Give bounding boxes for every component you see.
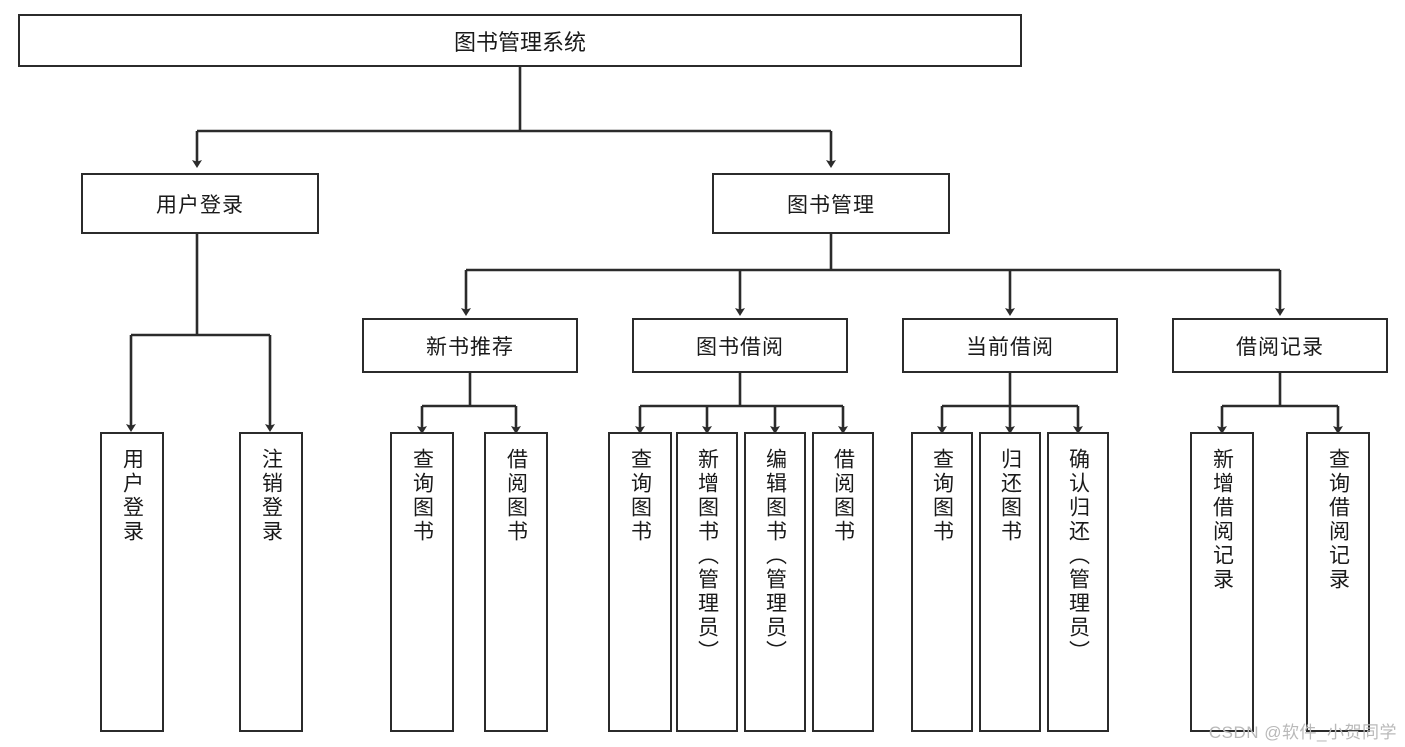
leaf-return-book[interactable]: 归还图书 bbox=[979, 432, 1041, 732]
leaf-query-book-borrow[interactable]: 查询图书 bbox=[608, 432, 672, 732]
node-new-book-recommend[interactable]: 新书推荐 bbox=[362, 318, 578, 373]
leaf-borrow-book[interactable]: 借阅图书 bbox=[812, 432, 874, 732]
node-root[interactable]: 图书管理系统 bbox=[18, 14, 1022, 67]
leaf-query-borrow-record[interactable]: 查询借阅记录 bbox=[1306, 432, 1370, 732]
watermark-text: CSDN @软件_小贺同学 bbox=[1208, 723, 1397, 742]
leaf-logout[interactable]: 注销登录 bbox=[239, 432, 303, 732]
leaf-user-login[interactable]: 用户登录 bbox=[100, 432, 164, 732]
node-book-management[interactable]: 图书管理 bbox=[712, 173, 950, 234]
leaf-borrow-book-recommend[interactable]: 借阅图书 bbox=[484, 432, 548, 732]
node-borrow-record[interactable]: 借阅记录 bbox=[1172, 318, 1388, 373]
leaf-add-book-admin[interactable]: 新增图书（管理员） bbox=[676, 432, 738, 732]
node-user-login[interactable]: 用户登录 bbox=[81, 173, 319, 234]
leaf-confirm-return-admin[interactable]: 确认归还（管理员） bbox=[1047, 432, 1109, 732]
node-current-borrow[interactable]: 当前借阅 bbox=[902, 318, 1118, 373]
leaf-add-borrow-record[interactable]: 新增借阅记录 bbox=[1190, 432, 1254, 732]
leaf-query-book-recommend[interactable]: 查询图书 bbox=[390, 432, 454, 732]
leaf-edit-book-admin[interactable]: 编辑图书（管理员） bbox=[744, 432, 806, 732]
node-book-borrow[interactable]: 图书借阅 bbox=[632, 318, 848, 373]
leaf-query-book-current[interactable]: 查询图书 bbox=[911, 432, 973, 732]
